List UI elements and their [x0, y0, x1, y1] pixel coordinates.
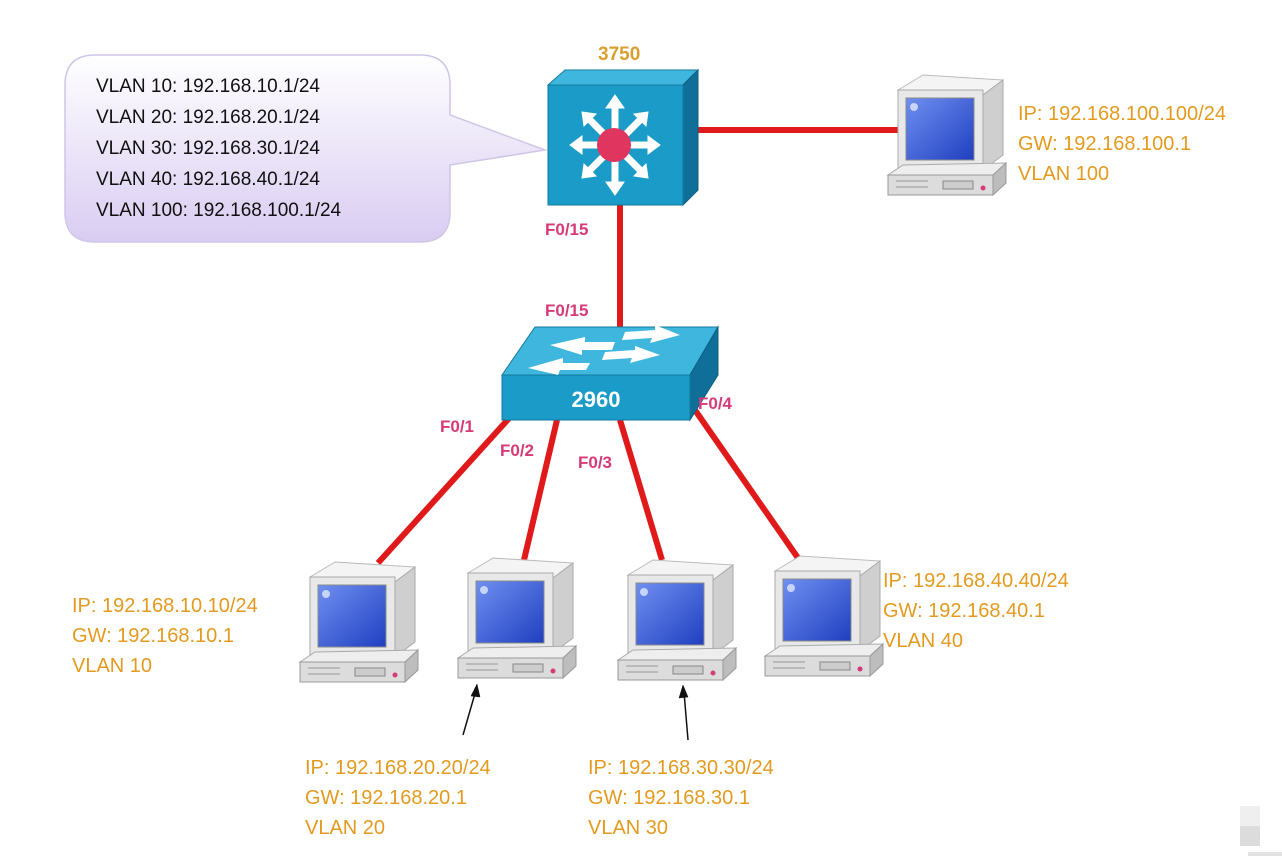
host-ip: IP: 192.168.100.100/24 — [1018, 103, 1226, 125]
host-gateway: GW: 192.168.40.1 — [883, 600, 1045, 622]
pc-icon[interactable] — [299, 561, 419, 683]
port-label-access-f015: F0/15 — [545, 301, 588, 320]
pc-icon[interactable] — [617, 559, 737, 681]
callout-line: VLAN 100: 192.168.100.1/24 — [96, 200, 342, 221]
host-ip: IP: 192.168.30.30/24 — [588, 757, 774, 779]
host-vlan: VLAN 100 — [1018, 163, 1109, 185]
port-label-f02: F0/2 — [500, 441, 534, 460]
callout-line: VLAN 20: 192.168.20.1/24 — [96, 107, 320, 128]
host-gateway: GW: 192.168.10.1 — [72, 625, 234, 647]
host-ip: IP: 192.168.20.20/24 — [305, 757, 491, 779]
access-switch-label: 2960 — [572, 387, 621, 412]
host-vlan: VLAN 20 — [305, 817, 385, 839]
host-gateway: GW: 192.168.30.1 — [588, 787, 750, 809]
link-f01 — [375, 412, 515, 566]
pc-icon[interactable] — [457, 557, 577, 679]
layer2-switch-icon — [528, 325, 680, 375]
host-info-vlan40: IP: 192.168.40.40/24 GW: 192.168.40.1 VL… — [883, 570, 1069, 652]
core-switch-3750[interactable]: 3750 — [546, 44, 700, 207]
vlan-interface-callout: VLAN 10: 192.168.10.1/24 VLAN 20: 192.16… — [64, 54, 548, 243]
host-info-vlan30: IP: 192.168.30.30/24 GW: 192.168.30.1 VL… — [588, 757, 774, 839]
callout-line: VLAN 30: 192.168.30.1/24 — [96, 138, 320, 159]
host-gateway: GW: 192.168.100.1 — [1018, 133, 1191, 155]
link-f04 — [685, 398, 801, 560]
callout-line: VLAN 10: 192.168.10.1/24 — [96, 76, 320, 97]
core-switch-label: 3750 — [598, 44, 640, 65]
host-gateway: GW: 192.168.20.1 — [305, 787, 467, 809]
host-vlan: VLAN 10 — [72, 655, 152, 677]
callout-line: VLAN 40: 192.168.40.1/24 — [96, 169, 320, 190]
port-label-core-f015: F0/15 — [545, 220, 588, 239]
host-ip: IP: 192.168.10.10/24 — [72, 595, 258, 617]
port-label-f04: F0/4 — [698, 394, 733, 413]
host-info-vlan20: IP: 192.168.20.20/24 GW: 192.168.20.1 VL… — [305, 757, 491, 839]
pointer-arrow — [678, 684, 689, 741]
link-f02 — [521, 419, 560, 561]
host-ip: IP: 192.168.40.40/24 — [883, 570, 1069, 592]
port-label-f01: F0/1 — [440, 417, 474, 436]
host-info-vlan100: IP: 192.168.100.100/24 GW: 192.168.100.1… — [1018, 103, 1226, 185]
access-switch-2960[interactable]: 2960 — [501, 325, 719, 422]
pc-icon[interactable] — [887, 74, 1007, 196]
host-vlan: VLAN 40 — [883, 630, 963, 652]
pointer-arrow — [462, 683, 481, 736]
host-info-vlan10: IP: 192.168.10.10/24 GW: 192.168.10.1 VL… — [72, 595, 258, 677]
port-label-f03: F0/3 — [578, 453, 612, 472]
link-f03 — [617, 419, 665, 561]
corner-watermark — [1240, 806, 1282, 856]
pc-icon[interactable] — [764, 555, 884, 677]
host-vlan: VLAN 30 — [588, 817, 668, 839]
